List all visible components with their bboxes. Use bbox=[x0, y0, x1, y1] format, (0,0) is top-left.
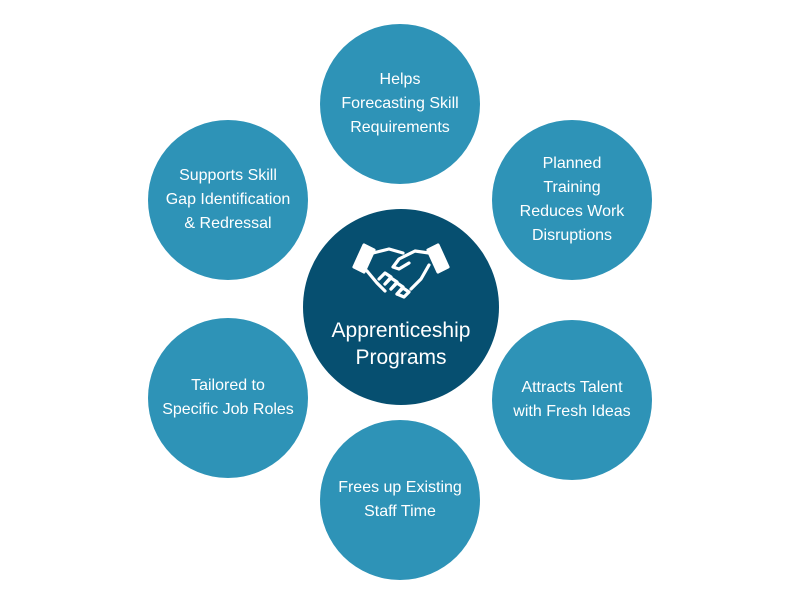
benefit-line: Disruptions bbox=[531, 227, 612, 244]
benefit-skill-gap: Supports Skill Gap Identification & Redr… bbox=[148, 120, 308, 280]
benefit-line: Helps bbox=[379, 71, 421, 88]
benefit-line: Forecasting Skill bbox=[341, 95, 459, 112]
benefit-tailored-job-roles: Tailored to Specific Job Roles bbox=[148, 318, 308, 478]
benefit-frees-staff-time: Frees up Existing Staff Time bbox=[320, 420, 480, 580]
benefit-line: Reduces Work bbox=[519, 203, 625, 220]
benefit-line: Staff Time bbox=[364, 503, 436, 520]
benefit-line: Attracts Talent bbox=[521, 379, 623, 396]
benefit-line: Supports Skill bbox=[179, 167, 277, 184]
benefit-line: Planned bbox=[542, 155, 602, 172]
benefit-line: Tailored to bbox=[191, 377, 265, 394]
benefit-text: Tailored to Specific Job Roles bbox=[162, 374, 294, 422]
benefit-text: Attracts Talent with Fresh Ideas bbox=[513, 376, 630, 424]
center-label-line: Programs bbox=[355, 346, 447, 369]
benefit-line: Specific Job Roles bbox=[162, 401, 294, 418]
benefit-text: Helps Forecasting Skill Requirements bbox=[341, 68, 458, 140]
benefit-line: with Fresh Ideas bbox=[513, 403, 631, 420]
benefit-text: Supports Skill Gap Identification & Redr… bbox=[166, 164, 291, 236]
benefit-line: & Redressal bbox=[184, 215, 272, 232]
center-hub: Apprenticeship Programs bbox=[303, 209, 499, 405]
center-label-line: Apprenticeship bbox=[331, 319, 471, 342]
benefit-text: Planned Training Reduces Work Disruption… bbox=[520, 152, 625, 248]
benefit-attracts-talent: Attracts Talent with Fresh Ideas bbox=[492, 320, 652, 480]
benefit-forecasting-skill: Helps Forecasting Skill Requirements bbox=[320, 24, 480, 184]
handshake-icon bbox=[352, 243, 450, 299]
benefit-text: Frees up Existing Staff Time bbox=[338, 476, 462, 524]
benefit-line: Training bbox=[543, 179, 601, 196]
benefit-line: Frees up Existing bbox=[338, 479, 462, 496]
benefit-line: Requirements bbox=[350, 119, 450, 136]
center-label: Apprenticeship Programs bbox=[320, 317, 483, 371]
benefit-planned-training: Planned Training Reduces Work Disruption… bbox=[492, 120, 652, 280]
benefit-line: Gap Identification bbox=[165, 191, 291, 208]
